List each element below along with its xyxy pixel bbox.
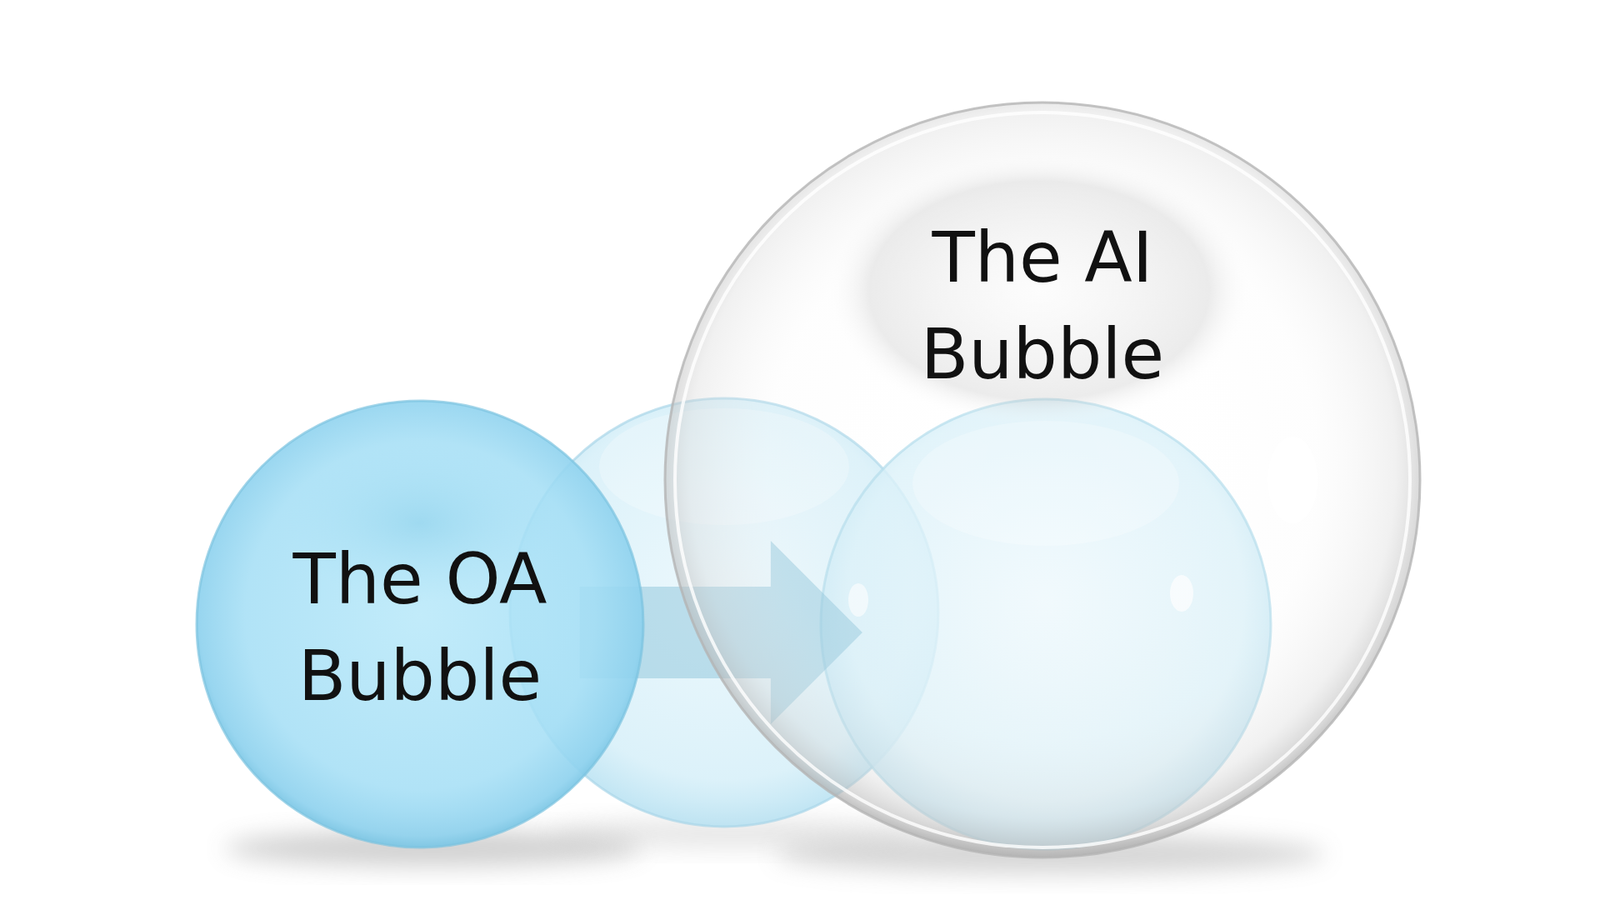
bubble-shape xyxy=(663,100,1422,860)
bubble-body xyxy=(196,400,644,848)
bubble-node: The OA Bubble xyxy=(195,399,645,850)
bubble-shape xyxy=(195,399,645,850)
bubble-label: The AI Bubble xyxy=(892,209,1193,403)
bubble-reflection xyxy=(826,154,1252,428)
bubble-highlight xyxy=(1267,436,1318,524)
bubble-node: The AI Bubble xyxy=(663,100,1422,860)
bubble-body xyxy=(665,102,1420,858)
bubble-label: The OA Bubble xyxy=(270,530,570,725)
bubble-rim xyxy=(675,112,1410,848)
